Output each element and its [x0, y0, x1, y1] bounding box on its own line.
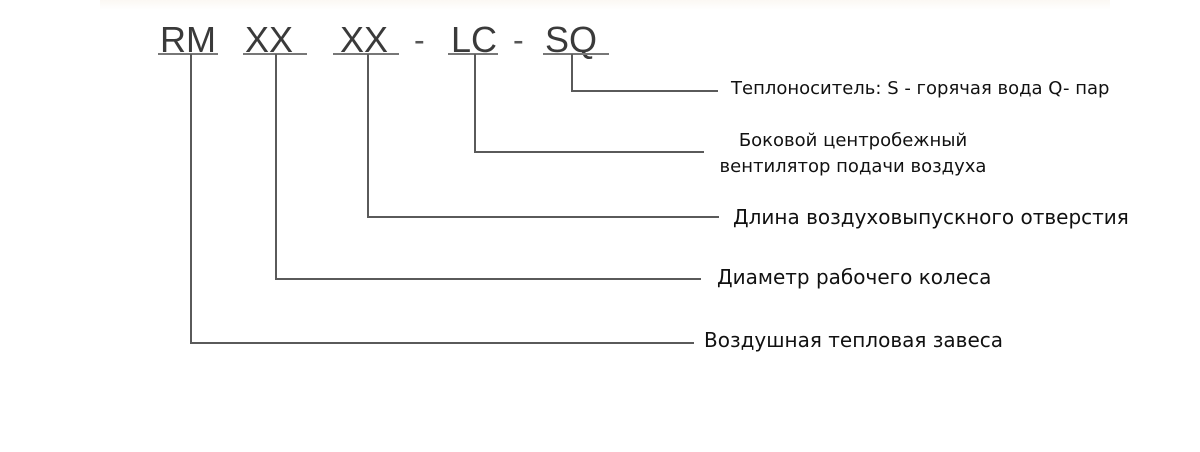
- connector-xx-length-vertical: [367, 54, 369, 218]
- connector-xx-diameter-horizontal: [275, 278, 701, 280]
- underline-rm: [158, 53, 218, 55]
- code-segment-lc: LC: [451, 19, 498, 60]
- underline-xx-length: [333, 53, 399, 55]
- code-segment-sq: SQ: [545, 19, 598, 60]
- underline-lc: [448, 53, 498, 55]
- label-fan-line2: вентилятор подачи воздуха: [719, 156, 987, 177]
- label-heat-carrier: Теплоноситель: S - горячая вода Q- пар: [731, 78, 1110, 99]
- code-segment-rm: RM: [160, 19, 216, 60]
- connector-xx-length-horizontal: [367, 216, 719, 218]
- label-fan-line1: Боковой центробежный: [738, 130, 968, 151]
- connector-sq-vertical: [571, 54, 573, 92]
- connector-lc-vertical: [474, 54, 476, 153]
- underline-sq: [543, 53, 609, 55]
- connector-lc-horizontal: [474, 151, 704, 153]
- separator-dash-2: -: [513, 22, 524, 58]
- code-segment-xx-length: XX: [340, 19, 389, 60]
- connector-sq-horizontal: [571, 90, 718, 92]
- top-background-band: [100, 0, 1110, 10]
- separator-dash-1: -: [414, 22, 425, 58]
- label-impeller-diameter: Диаметр рабочего колеса: [717, 265, 992, 289]
- label-outlet-length: Длина воздуховыпускного отверстия: [733, 205, 1129, 229]
- connector-xx-diameter-vertical: [275, 54, 277, 280]
- code-segment-xx-diameter: XX: [245, 19, 294, 60]
- connector-rm-horizontal: [190, 342, 694, 344]
- connector-rm-vertical: [190, 54, 192, 344]
- label-air-curtain: Воздушная тепловая завеса: [704, 328, 1003, 352]
